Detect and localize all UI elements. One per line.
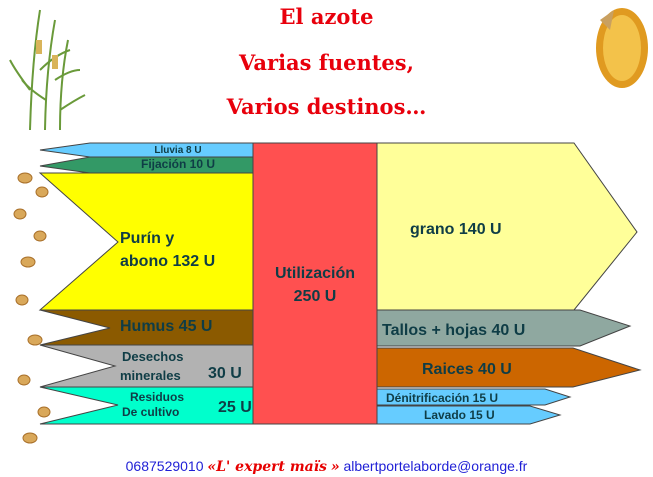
label-raices: Raices 40 U [422,361,512,378]
corn-plants-icon [9,9,86,131]
footer-brand: L' expert maïs [216,459,327,475]
label-tallos: Tallos + hojas 40 U [382,322,525,339]
label-humus: Humus 45 U [120,318,212,335]
label-desechos-1: Desechos [122,349,183,364]
arrow-tallos [376,309,632,347]
arrow-residuos [39,386,254,425]
arrow-grano [376,142,638,311]
label-desechos-value: 30 U [208,365,242,382]
label-grano: grano 140 U [410,221,502,238]
label-center-2: 250 U [294,288,337,305]
label-dent: Dénitrificación 15 U [386,391,498,405]
footer-brand-close: » [330,459,340,475]
footer: 0687529010 «L' expert maïs » albertporte… [0,458,653,475]
label-desechos-2: minerales [120,368,181,383]
label-purin-2: abono 132 U [120,253,215,270]
arrow-lluvia [39,142,254,158]
corn-kernels-icon [13,172,51,444]
title-line-3: Varios destinos… [226,94,427,119]
arrow-dent [376,388,572,406]
footer-email[interactable]: albertportelaborde@orange.fr [343,458,528,474]
center-utilizacion [252,142,378,425]
label-residuos-1: Residuos [130,390,184,404]
label-center-1: Utilización [275,265,355,282]
title-line-1: El azote [279,4,374,29]
label-lluvia: Lluvia 8 U [154,145,201,156]
footer-brand-open: « [207,459,217,475]
label-fijacion: Fijación 10 U [141,157,215,171]
title-line-2: Varias fuentes, [239,50,414,75]
label-lavado: Lavado 15 U [424,408,495,422]
label-residuos-value: 25 U [218,399,252,416]
corn-cob-icon [596,8,648,88]
footer-phone: 0687529010 [125,458,204,474]
arrow-raices [376,347,642,388]
label-residuos-2: De cultivo [122,405,179,419]
arrow-lavado [376,405,562,425]
label-purin-1: Purín y [120,230,174,247]
